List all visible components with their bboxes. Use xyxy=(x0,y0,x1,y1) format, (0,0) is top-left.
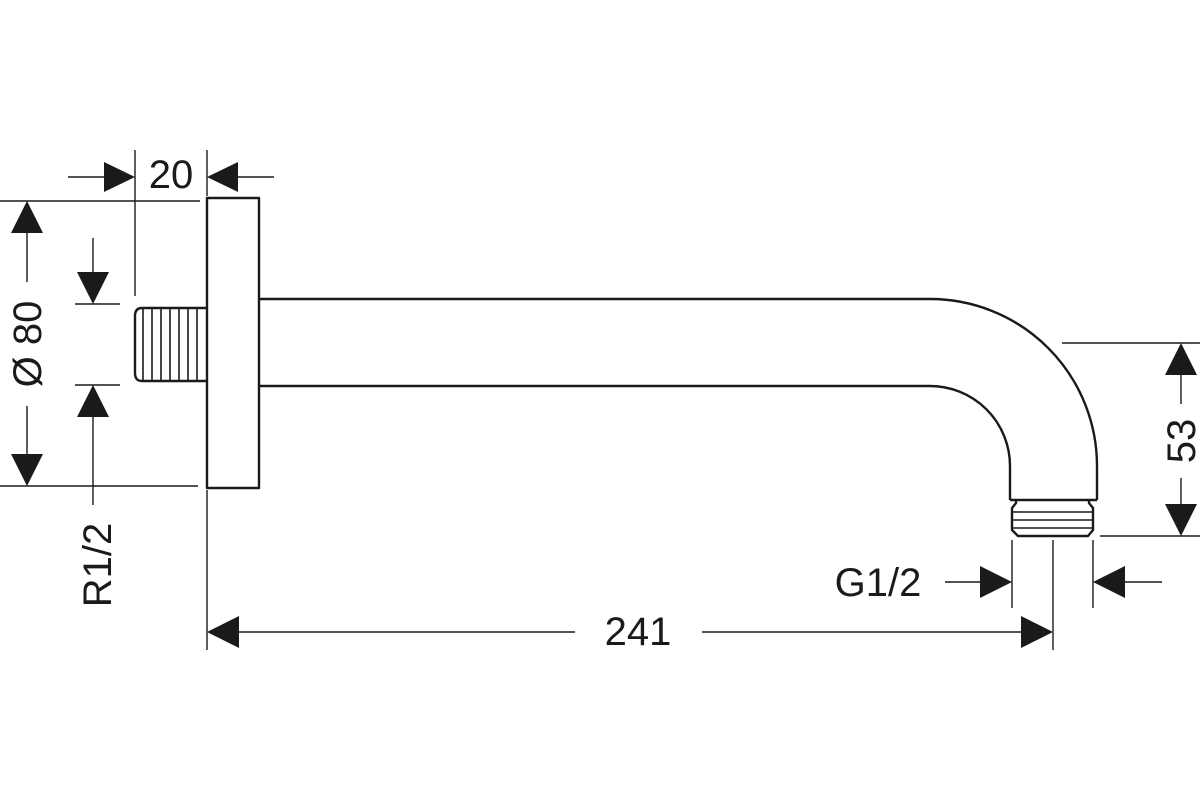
projection-length-label: 241 xyxy=(605,610,672,654)
flange-diameter-label: Ø 80 xyxy=(6,301,50,388)
dimension-flange-thickness: 20 xyxy=(68,150,274,296)
outlet-thread-label: G1/2 xyxy=(835,561,922,605)
drop-height-label: 53 xyxy=(1160,419,1200,464)
arm-tube-inner xyxy=(259,384,1012,500)
wall-flange xyxy=(205,196,261,490)
shower-arm-part xyxy=(133,196,1099,538)
flange-thickness-label: 20 xyxy=(149,153,194,197)
outlet-thread xyxy=(1010,500,1095,538)
inlet-thread-nipple xyxy=(133,306,207,383)
arm-tube-outer xyxy=(259,297,1099,500)
dimension-projection-length: 241 xyxy=(206,490,1054,654)
inlet-thread-label: R1/2 xyxy=(76,523,120,608)
dimension-drop-height: 53 xyxy=(1062,342,1200,537)
dimension-outlet-thread: G1/2 xyxy=(835,540,1162,608)
dimension-inlet-thread: R1/2 xyxy=(75,238,120,607)
dimension-flange-diameter: Ø 80 xyxy=(0,200,200,487)
